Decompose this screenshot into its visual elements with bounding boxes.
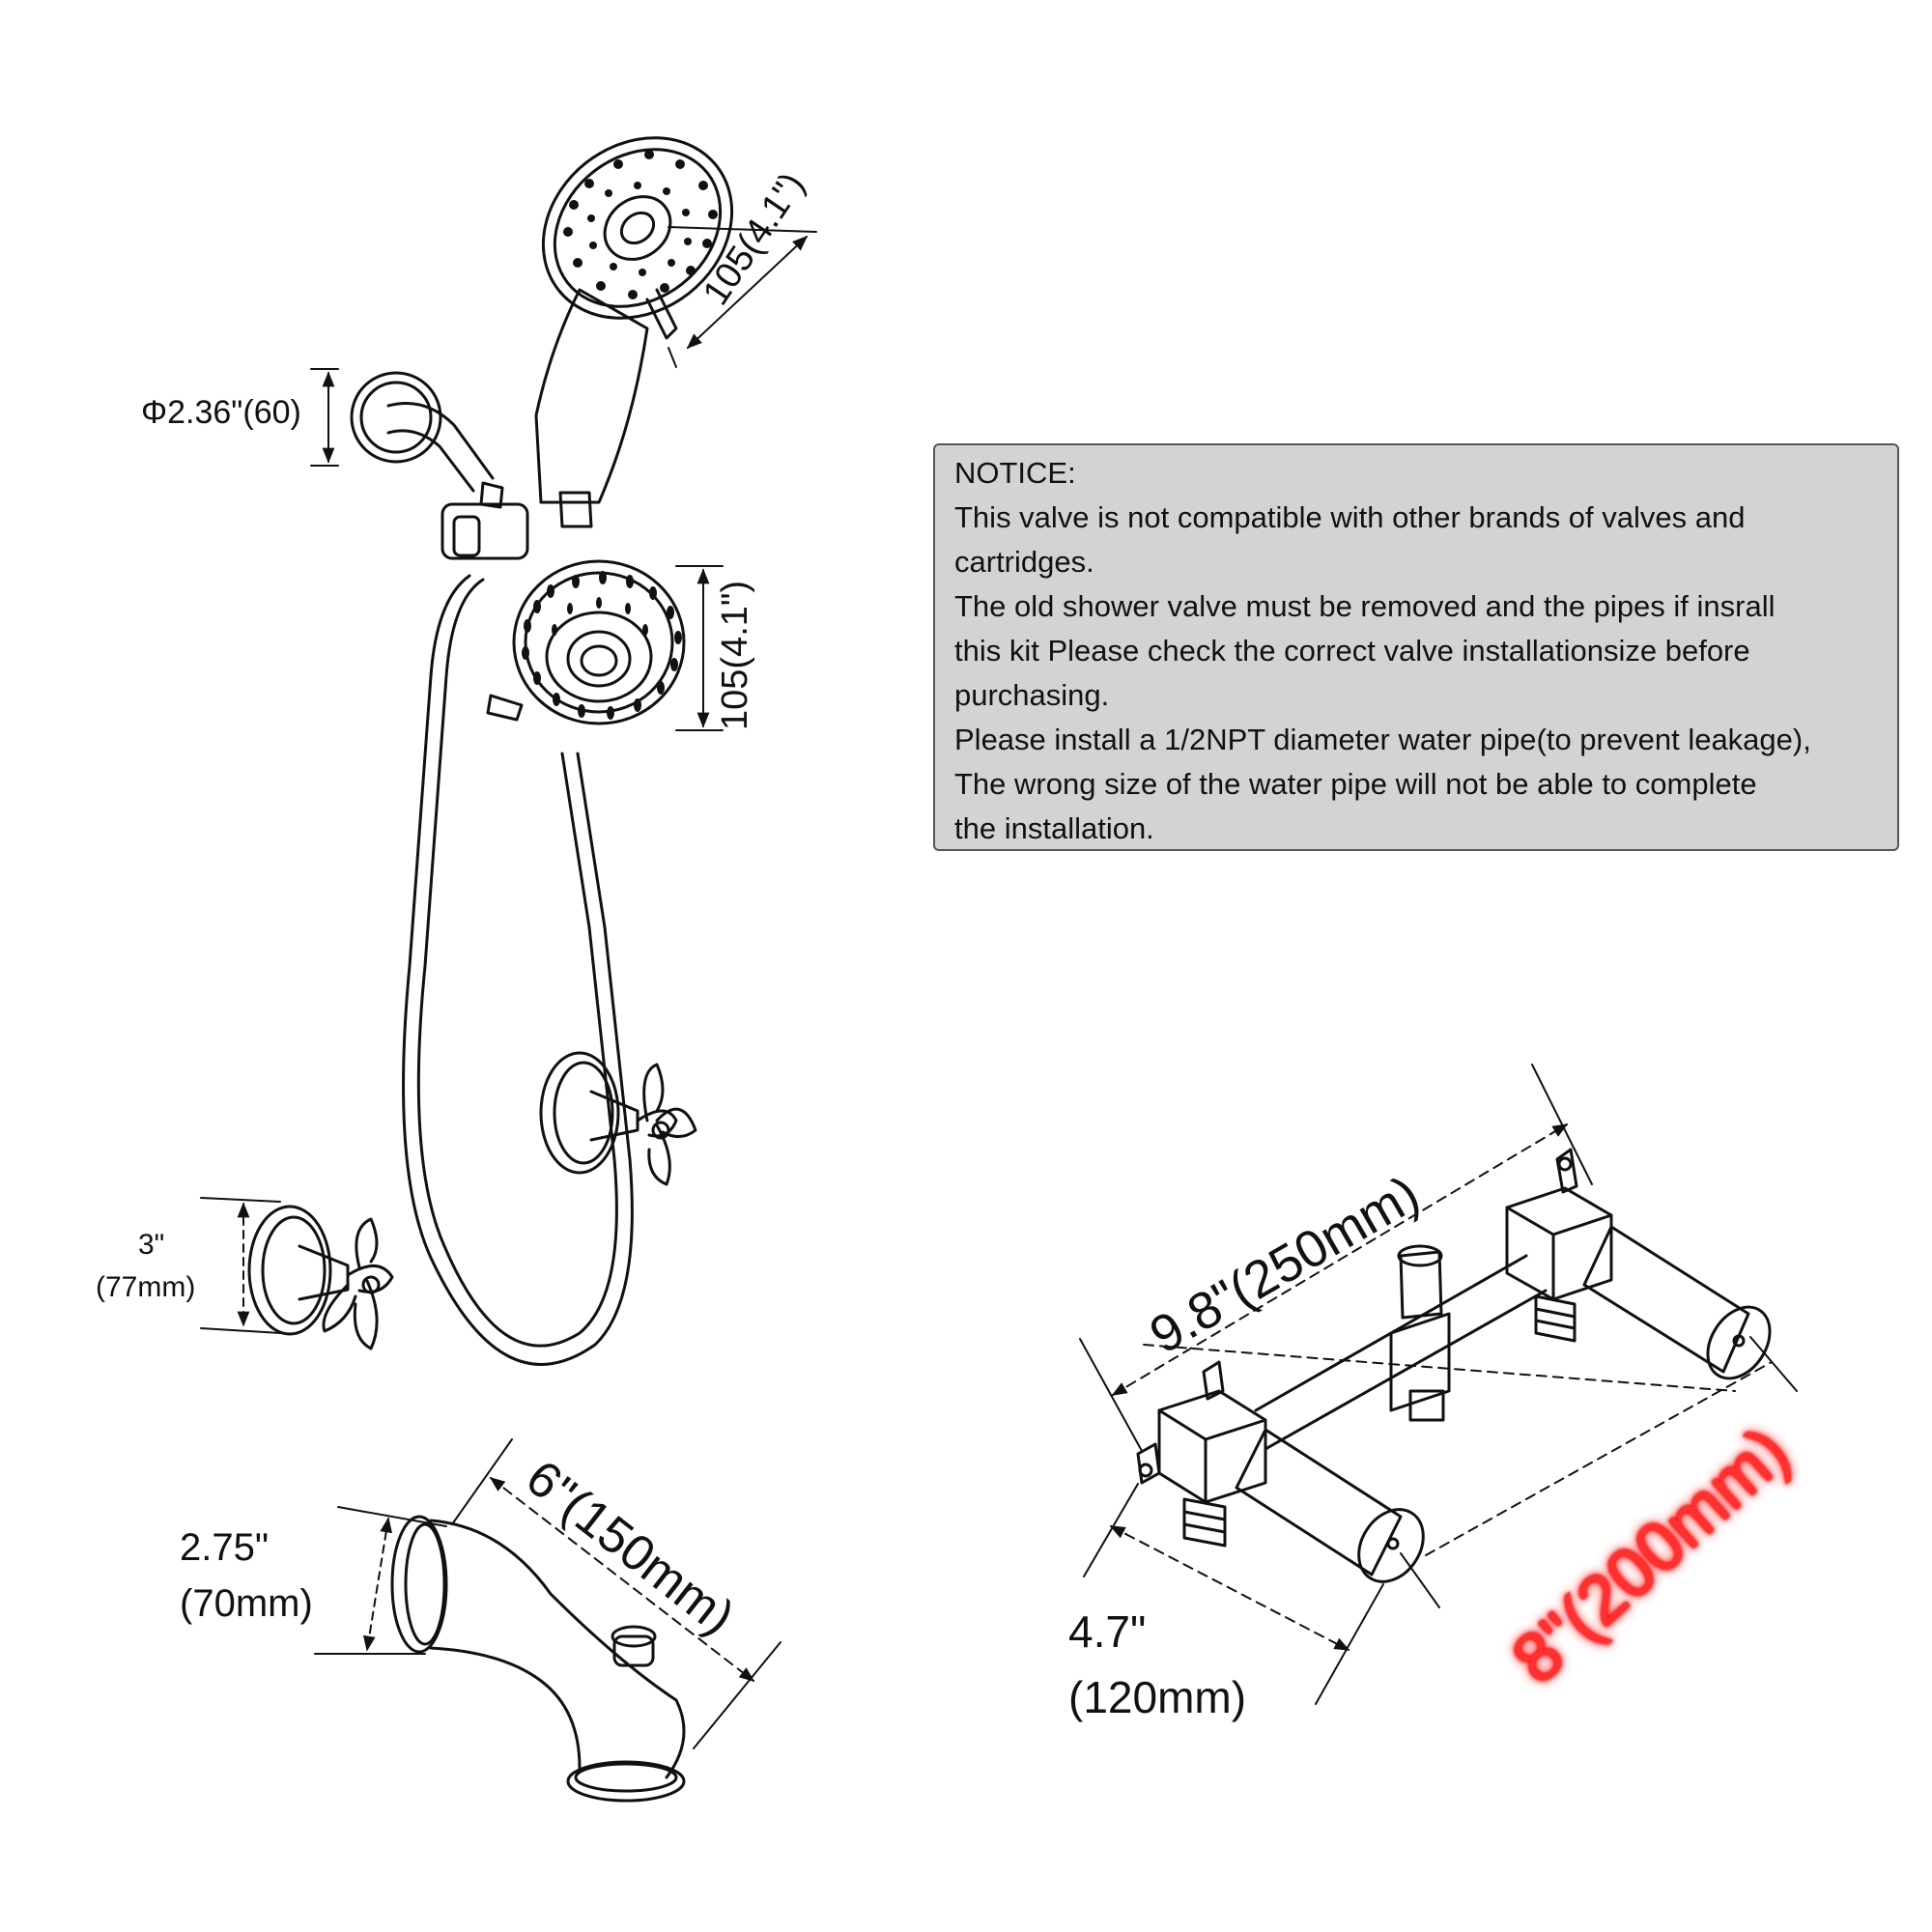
valve-handle-lower <box>247 1205 394 1350</box>
handheld-dimension-lines <box>668 226 817 368</box>
valve-dimension-lines <box>1079 1064 1798 1705</box>
valve-handle-upper <box>539 1051 697 1186</box>
flange-diameter-label: Φ2.36"(60) <box>141 394 301 431</box>
notice-line: purchasing. <box>954 678 1110 712</box>
notice-line: Please install a 1/2NPT diameter water p… <box>954 723 1811 756</box>
fixed-head-dimension-lines <box>675 565 724 731</box>
handle-escutcheon-in-label: 3" <box>138 1229 165 1261</box>
notice-line: cartridges. <box>954 545 1094 579</box>
notice-box: NOTICE: This valve is not compatible wit… <box>933 443 1899 851</box>
shower-hose <box>402 574 634 1366</box>
spout-height-in-label: 2.75" <box>180 1526 270 1569</box>
fixed-shower-head <box>486 559 686 725</box>
notice-line: This valve is not compatible with other … <box>954 500 1746 534</box>
handle-escutcheon-mm-label: (77mm) <box>96 1271 196 1303</box>
valve-depth-in-label: 4.7" <box>1068 1606 1147 1657</box>
notice-line: The wrong size of the water pipe will no… <box>954 767 1757 801</box>
fixed-head-label: 105(4.1") <box>715 580 755 730</box>
shower-arm-flange <box>350 371 495 493</box>
flange-dimension-lines <box>310 368 339 467</box>
notice-line: The old shower valve must be removed and… <box>954 589 1776 623</box>
diverter-bracket <box>440 481 593 560</box>
spout-height-mm-label: (70mm) <box>180 1582 313 1625</box>
notice-line: the installation. <box>954 811 1154 845</box>
spout-dimension-lines <box>314 1438 781 1749</box>
handle-dimension-lines <box>200 1197 281 1334</box>
notice-title: NOTICE: <box>954 456 1076 490</box>
valve-depth-mm-label: (120mm) <box>1068 1672 1247 1722</box>
notice-line: this kit Please check the correct valve … <box>954 634 1750 668</box>
